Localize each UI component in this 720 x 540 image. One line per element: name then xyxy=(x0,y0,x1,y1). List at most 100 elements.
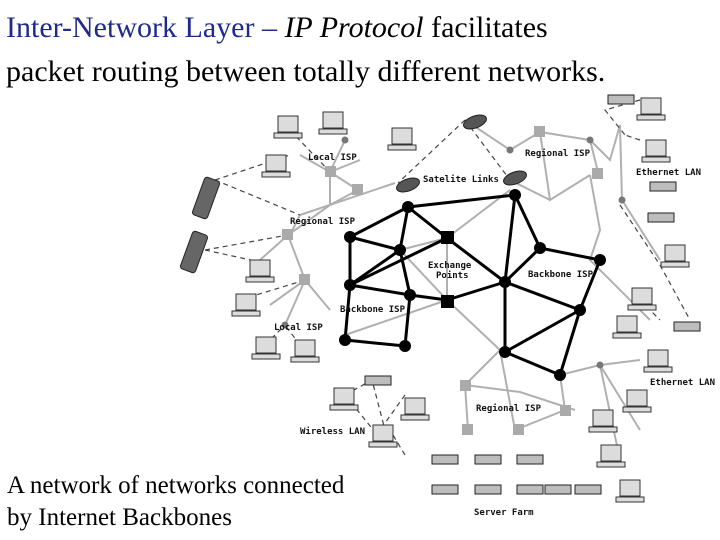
label-local-isp-bottom: Local ISP xyxy=(274,323,323,333)
node-icon xyxy=(506,146,514,154)
hub-icon xyxy=(560,405,571,416)
computer-icon xyxy=(368,424,398,448)
hub-icon xyxy=(282,229,293,240)
router-icon xyxy=(344,231,356,243)
gray-link xyxy=(344,299,501,351)
server-icon xyxy=(431,484,459,495)
computer-icon xyxy=(636,97,666,121)
label-ethernet-lan-top: Ethernet LAN xyxy=(636,168,701,178)
exchange-point-icon xyxy=(441,295,454,308)
server-icon xyxy=(364,375,392,386)
backbone-links xyxy=(343,193,602,377)
router-icon xyxy=(509,189,521,201)
gray-link xyxy=(289,182,396,236)
label-exchange-points-1: Exchange xyxy=(428,261,472,271)
router-icon xyxy=(394,244,406,256)
server-icon xyxy=(673,321,701,332)
title-part2: facilitates xyxy=(423,11,548,44)
computer-icon xyxy=(261,154,291,178)
router-icon xyxy=(574,304,586,316)
computer-icon xyxy=(660,244,690,268)
computers xyxy=(231,97,690,503)
node-icon xyxy=(341,136,349,144)
router-icon xyxy=(499,276,511,288)
server-icon xyxy=(431,454,459,465)
caption-line1: A network of networks connected xyxy=(7,472,345,499)
title-dash: – xyxy=(254,11,285,44)
label-wireless-lan: Wireless LAN xyxy=(300,426,365,437)
backbone-link-left xyxy=(343,205,448,348)
router-icon xyxy=(404,289,416,301)
exchange-point-icon xyxy=(441,231,454,244)
hub-icon xyxy=(592,168,603,179)
computer-icon xyxy=(615,479,645,503)
computer-icon xyxy=(596,444,626,468)
cell-phone-icon xyxy=(179,230,209,274)
hub-nodes xyxy=(282,126,603,435)
computer-icon xyxy=(273,115,303,139)
computer-icon xyxy=(400,397,430,421)
label-regional-isp-left: Regional ISP xyxy=(290,216,356,227)
label-regional-isp-top: Regional ISP xyxy=(525,148,591,159)
server-icon xyxy=(516,484,544,495)
computer-icon xyxy=(612,315,642,339)
node-icon xyxy=(281,321,289,329)
label-backbone-isp-right: Backbone ISP xyxy=(528,270,594,280)
satellite-dish-icon xyxy=(503,170,527,186)
satellite-dish-icon xyxy=(463,114,487,130)
computer-icon xyxy=(290,339,320,363)
label-exchange-points-2: Points xyxy=(436,270,469,281)
gray-link xyxy=(284,279,331,326)
label-backbone-isp-left: Backbone ISP xyxy=(340,305,406,315)
router-icon xyxy=(554,369,566,381)
hub-icon xyxy=(352,184,363,195)
title-line2: packet routing between totally different… xyxy=(6,55,606,88)
server-icon xyxy=(516,454,544,465)
computer-icon xyxy=(622,389,652,413)
label-ethernet-lan-right: Ethernet LAN xyxy=(650,378,715,388)
label-server-farm: Server Farm xyxy=(474,508,534,518)
gray-link xyxy=(259,189,359,306)
backbone-link-exchange xyxy=(349,193,516,302)
router-icon xyxy=(499,346,511,358)
slide-caption: A network of networks connected by Inter… xyxy=(7,470,407,534)
router-icon xyxy=(344,279,356,291)
computer-icon xyxy=(245,259,275,283)
gray-link xyxy=(299,139,361,205)
computer-icon xyxy=(627,287,657,311)
node-icon xyxy=(596,361,604,369)
gray-link xyxy=(464,384,576,411)
computer-icon xyxy=(329,387,359,411)
router-nodes xyxy=(339,189,606,381)
hub-icon xyxy=(325,166,336,177)
router-icon xyxy=(594,254,606,266)
gray-links xyxy=(259,119,661,461)
gray-link xyxy=(464,119,599,202)
server-icon xyxy=(649,181,677,192)
computer-icon xyxy=(318,111,348,135)
computer-icon xyxy=(641,139,671,163)
slide-title: Inter-Network Layer – IP Protocol facili… xyxy=(6,6,718,94)
dashed-link xyxy=(204,154,301,263)
satellite-dishes xyxy=(396,114,527,193)
dashed-link xyxy=(603,99,641,141)
hub-icon xyxy=(460,380,471,391)
caption-line2: by Internet Backbones xyxy=(7,504,232,531)
node-icon xyxy=(586,136,594,144)
node-icon xyxy=(618,196,626,204)
label-regional-isp-bottom: Regional ISP xyxy=(476,403,542,414)
router-icon xyxy=(399,340,411,352)
title-italic: IP Protocol xyxy=(284,11,424,44)
satellite-dish-icon xyxy=(396,177,420,193)
gray-link xyxy=(463,349,641,431)
hub-icon xyxy=(299,274,310,285)
server-icon xyxy=(544,484,572,495)
server-icon xyxy=(474,484,502,495)
server-icon xyxy=(647,212,675,223)
cell-phone-icon xyxy=(191,176,221,220)
hub-icon xyxy=(462,424,473,435)
label-local-isp-top: Local ISP xyxy=(308,153,357,163)
server-icon xyxy=(574,484,602,495)
gray-link xyxy=(589,124,661,261)
